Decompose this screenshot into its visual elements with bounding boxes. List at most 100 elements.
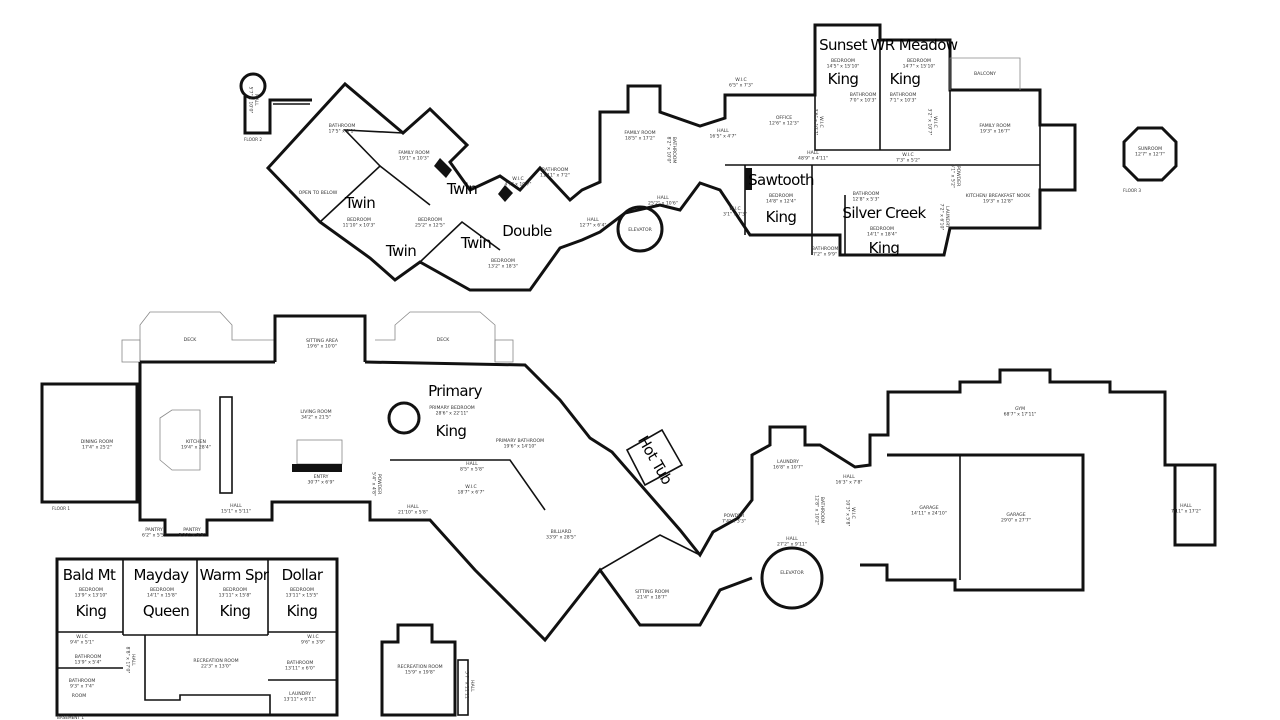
- room-name: BEDROOM: [347, 217, 371, 223]
- floor-3-label: FLOOR 3: [1123, 188, 1141, 193]
- room-dimensions: 14'1" x 18'4": [867, 232, 897, 238]
- room-label-balcony: BALCONY: [974, 71, 996, 77]
- room-dimensions: 12'7" x 6'4": [579, 223, 606, 229]
- bed-type-label: King: [869, 239, 900, 257]
- room-dimensions: 8'5" x 5'8": [460, 467, 484, 473]
- bed-type-label: King: [828, 70, 859, 88]
- room-dimensions: 12'6" x 12'3": [769, 121, 799, 127]
- room-name: HALL: [807, 150, 819, 156]
- room-name: W.I.C: [902, 152, 914, 158]
- room-name: KITCHEN: [186, 439, 206, 445]
- room-name: HALL: [130, 654, 136, 666]
- room-name: FAMILY ROOM: [624, 130, 655, 136]
- room-dimensions: 7'0" x 10'3": [849, 98, 876, 104]
- room-name: BEDROOM: [907, 58, 931, 64]
- room-dimensions: 14'5" x 15'10": [827, 64, 860, 70]
- room-name: ENTRY: [314, 474, 329, 480]
- room-label-powder: POWDER5'1" x 5'2": [950, 164, 962, 188]
- floor-1-label: FLOOR 1: [52, 506, 70, 511]
- room-name: W.I.C: [850, 507, 856, 519]
- bed-type-label: King: [220, 602, 251, 620]
- room-name: ROOM: [72, 693, 86, 699]
- room-dimensions: 5'7" x 10'0": [248, 86, 254, 113]
- room-name: HALL: [587, 217, 599, 223]
- room-name: BATHROOM: [890, 92, 917, 98]
- room-name: BATHROOM: [812, 246, 839, 252]
- room-name: GYM: [1015, 406, 1025, 412]
- room-name: BEDROOM: [769, 193, 793, 199]
- room-name: HALL: [843, 474, 855, 480]
- room-name: BATHROOM: [75, 654, 102, 660]
- room-dimensions: 11'10" x 10'3": [343, 223, 376, 229]
- room-dimensions: 13'9" x 13'10": [75, 593, 108, 599]
- room-dimensions: 34'2" x 21'5": [301, 415, 331, 421]
- room-label-wic: W.I.C3'2" x 10'7": [927, 108, 939, 135]
- room-name: SITTING AREA: [306, 338, 339, 344]
- room-name: PRIMARY BATHROOM: [496, 438, 544, 444]
- room-name: SITTING ROOM: [635, 589, 669, 595]
- room-name: W.I.C: [818, 116, 824, 128]
- room-name: HALL: [657, 195, 669, 201]
- room-dimensions: 17'5" x 9'1": [328, 129, 355, 135]
- room-name: BEDROOM: [150, 587, 174, 593]
- room-dimensions: 18'7" x 6'7": [457, 490, 484, 496]
- room-name: BATHROOM: [69, 678, 96, 684]
- room-name: GARAGE: [919, 505, 938, 511]
- basement-label: BASEMENT 1: [57, 715, 84, 720]
- room-dimensions: 19'6" x 14'10": [504, 444, 537, 450]
- room-name-sawtooth: Sawtooth: [748, 171, 814, 189]
- room-name: BEDROOM: [290, 587, 314, 593]
- bed-type-label: Twin: [385, 242, 416, 260]
- room-name: SUNROOM: [1138, 146, 1162, 152]
- room-label-powder: POWDER5'4" x 4'8": [371, 472, 383, 496]
- room-dimensions: 7'2" x 9'9": [813, 252, 837, 258]
- room-name: OFFICE: [776, 115, 792, 121]
- room-dimensions: 28'6" x 22'11": [436, 411, 469, 417]
- room-dimensions: 13'2" x 18'3": [488, 264, 518, 270]
- room-dimensions: 13'11" x 6'11": [284, 697, 317, 703]
- room-name: BATHROOM: [853, 191, 880, 197]
- room-name: DECK: [437, 337, 451, 343]
- room-dimensions: 5'7" x 11'11": [464, 671, 470, 701]
- room-label-wic: W.I.C3'6" x 10'7": [813, 108, 825, 135]
- room-name-bald-mt: Bald Mt: [63, 566, 116, 584]
- room-name: W.I.C: [932, 116, 938, 128]
- room-dimensions: 48'9" x 4'11": [798, 156, 828, 162]
- room-dimensions: 68'7" x 17'11": [1004, 412, 1037, 418]
- room-label-room: ROOM: [72, 693, 86, 699]
- room-name: LAUNDRY: [289, 691, 311, 697]
- room-name: RECREATION ROOM: [193, 658, 238, 664]
- room-dimensions: 12'8" x 5'3": [852, 197, 879, 203]
- room-name: GARAGE: [1006, 512, 1025, 518]
- room-name: BEDROOM: [870, 226, 894, 232]
- room-dimensions: 14'7" x 15'10": [903, 64, 936, 70]
- room-dimensions: 15'1" x 5'11": [221, 509, 251, 515]
- room-name-wr-meadow: WR Meadow: [871, 36, 958, 54]
- room-dimensions: 21'4" x 18'7": [637, 595, 667, 601]
- room-dimensions: 25'2" x 10'6": [648, 201, 678, 207]
